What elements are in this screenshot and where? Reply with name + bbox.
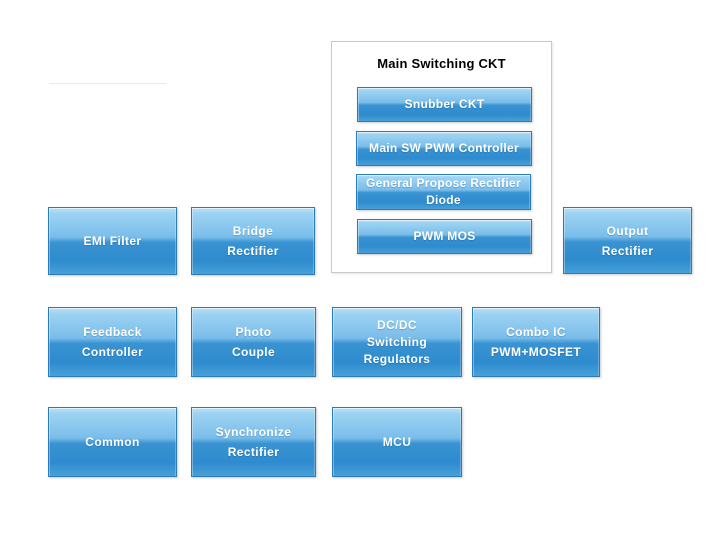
button-photo-couple[interactable]: Photo Couple xyxy=(191,307,316,377)
button-general-propose-rectifier-diode[interactable]: General Propose Rectifier Diode xyxy=(356,174,531,210)
button-synchronize-rectifier[interactable]: Synchronize Rectifier xyxy=(191,407,316,477)
button-main-sw-pwm-controller[interactable]: Main SW PWM Controller xyxy=(356,131,532,166)
button-emi-filter[interactable]: EMI Filter xyxy=(48,207,177,275)
main-switching-ckt-title: Main Switching CKT xyxy=(377,56,506,71)
button-pwm-mos[interactable]: PWM MOS xyxy=(357,219,532,254)
button-snubber-ckt[interactable]: Snubber CKT xyxy=(357,87,532,122)
button-combo-ic-pwm-mosfet[interactable]: Combo IC PWM+MOSFET xyxy=(472,307,600,377)
button-common[interactable]: Common xyxy=(48,407,177,477)
button-output-rectifier[interactable]: Output Rectifier xyxy=(563,207,692,274)
divider-line xyxy=(49,83,166,84)
button-bridge-rectifier[interactable]: Bridge Rectifier xyxy=(191,207,315,275)
button-mcu[interactable]: MCU xyxy=(332,407,462,477)
main-switching-ckt-group: Main Switching CKT Snubber CKT Main SW P… xyxy=(331,41,552,273)
button-feedback-controller[interactable]: Feedback Controller xyxy=(48,307,177,377)
button-dcdc-switching-regulators[interactable]: DC/DC Switching Regulators xyxy=(332,307,462,377)
